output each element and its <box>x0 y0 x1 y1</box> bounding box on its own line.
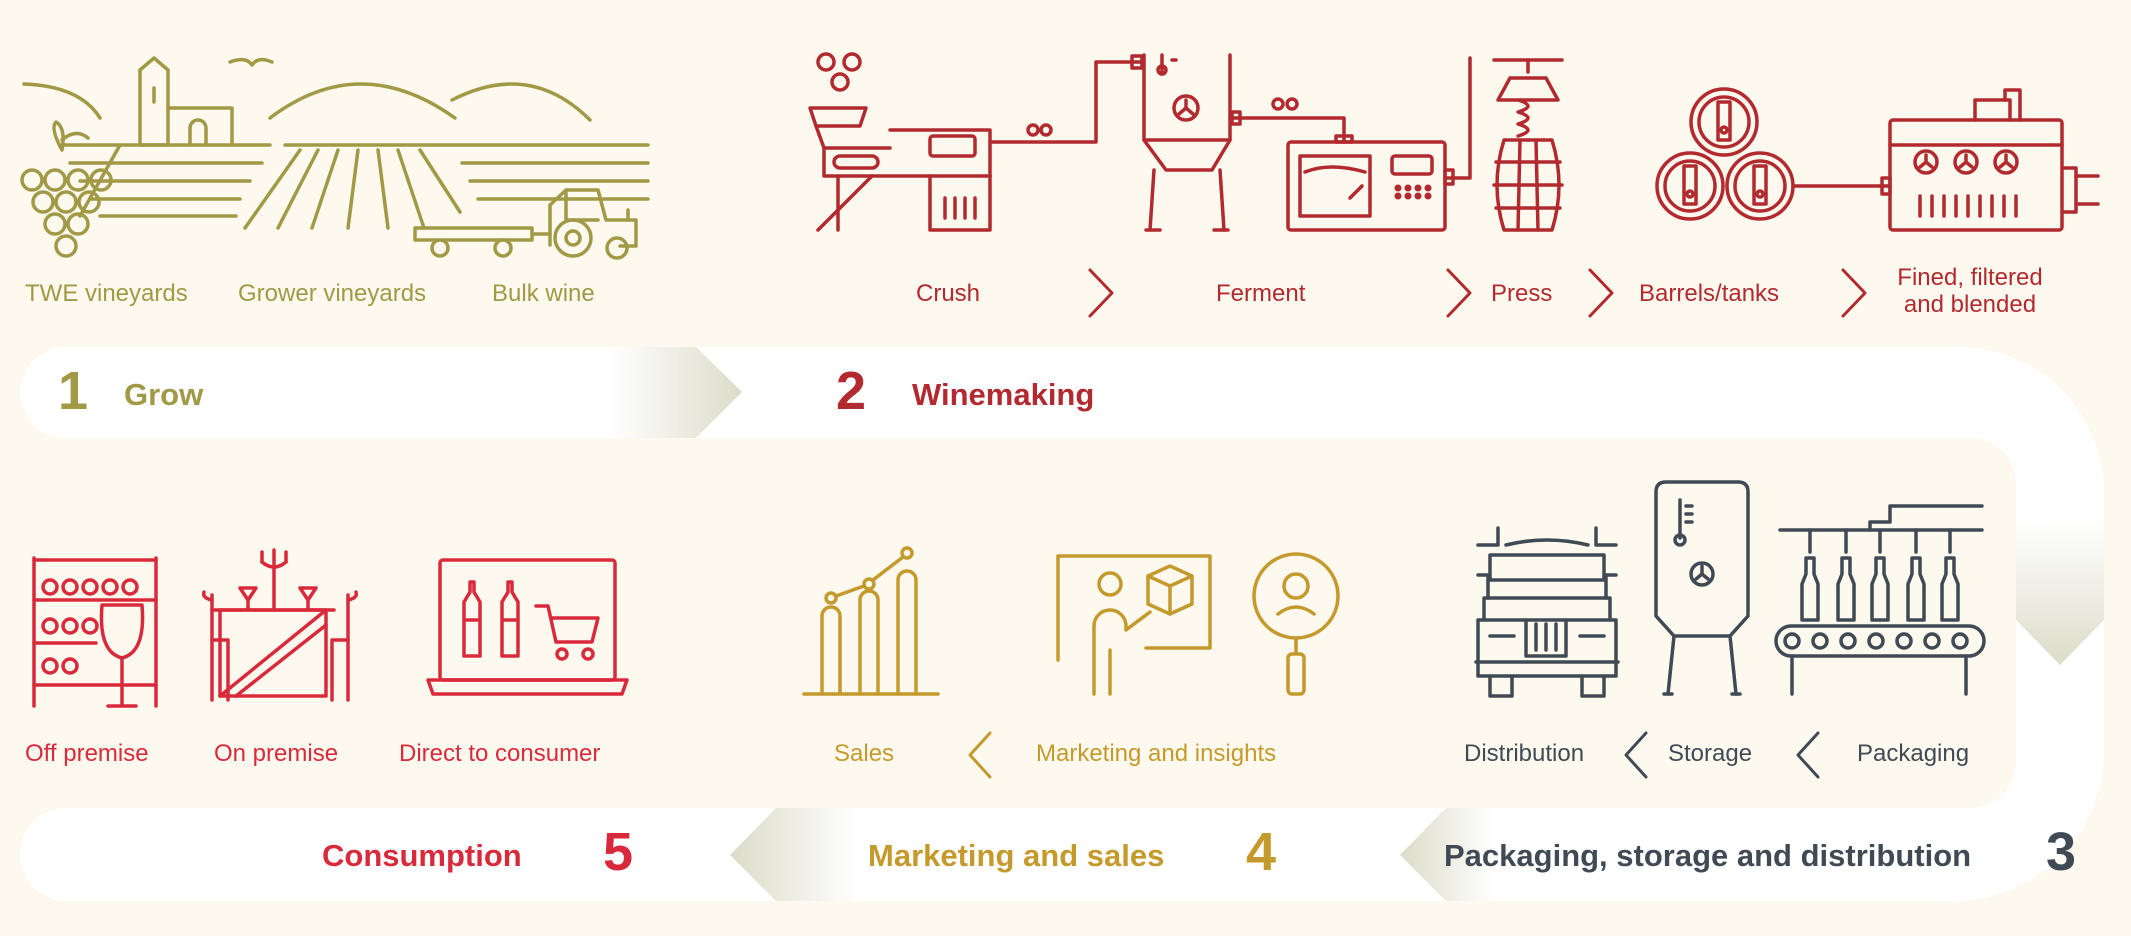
stage-title-packaging: Packaging, storage and distribution <box>1444 838 1972 873</box>
grow-item-twe-vineyards: TWE vineyards <box>25 280 188 307</box>
dining-table-icon <box>201 548 359 702</box>
truck-icon <box>1474 526 1620 698</box>
crusher-icon <box>808 52 1144 232</box>
winemaking-step-crush: Crush <box>916 280 981 307</box>
marketing-step-insights: Marketing and insights <box>1036 740 1277 767</box>
barrels-icon <box>1655 87 1892 221</box>
packaging-step-packaging: Packaging <box>1857 740 1970 767</box>
winemaking-step-barrels-tanks: Barrels/tanks <box>1639 280 1780 307</box>
wine-shelf-icon <box>32 556 158 708</box>
winemaking-step-fined-line2: and blended <box>1903 291 2037 318</box>
chevron-right-icon <box>1588 268 1614 318</box>
stage-number-marketing: 4 <box>1246 822 1277 882</box>
packaging-step-storage: Storage <box>1668 740 1753 767</box>
stage-title-consumption: Consumption <box>322 838 522 873</box>
winemaking-step-press: Press <box>1491 280 1553 307</box>
magnifier-person-icon <box>1252 552 1340 696</box>
bar-chart-icon <box>802 546 940 696</box>
chevron-right-icon <box>1088 268 1114 318</box>
consumption-channel-off-premise: Off premise <box>25 740 149 767</box>
stage-number-grow: 1 <box>58 361 89 421</box>
grow-item-grower-vineyards: Grower vineyards <box>238 280 427 307</box>
tractor-icon <box>413 188 638 260</box>
process-band <box>20 347 2104 901</box>
marketing-step-sales: Sales <box>834 740 895 767</box>
wine-press-icon <box>1492 58 1564 232</box>
wine-press-machine-icon <box>1286 56 1472 232</box>
winemaking-step-fined-line1: Fined, filtered <box>1897 264 2043 291</box>
chevron-right-icon <box>1446 268 1472 318</box>
grow-item-bulk-wine: Bulk wine <box>492 280 595 307</box>
arrow-grow-to-winemaking <box>610 347 742 438</box>
fermenter-icon <box>1142 53 1346 232</box>
arrow-packaging-to-marketing <box>1400 808 1495 901</box>
winemaking-step-ferment: Ferment <box>1216 280 1306 307</box>
chevron-left-icon <box>968 731 992 779</box>
arrow-winemaking-to-packaging <box>2016 520 2104 665</box>
vineyard-landscape-icon <box>22 56 650 230</box>
laptop-cart-icon <box>426 558 629 696</box>
bottling-line-icon <box>1774 504 1986 696</box>
presentation-icon <box>1056 554 1212 696</box>
packaging-step-distribution: Distribution <box>1464 740 1585 767</box>
grapes-icon <box>20 120 113 258</box>
stage-title-marketing: Marketing and sales <box>868 838 1165 873</box>
stage-number-winemaking: 2 <box>836 361 867 421</box>
chevron-left-icon <box>1796 731 1820 779</box>
chevron-right-icon <box>1841 268 1867 318</box>
stage-title-winemaking: Winemaking <box>912 377 1095 412</box>
stage-title-grow: Grow <box>124 377 204 412</box>
stage-number-consumption: 5 <box>603 822 634 882</box>
stage-number-packaging: 3 <box>2046 822 2077 882</box>
consumption-channel-on-premise: On premise <box>214 740 339 767</box>
chevron-left-icon <box>1624 731 1648 779</box>
storage-tank-icon <box>1654 480 1750 696</box>
consumption-channel-direct-to-consumer: Direct to consumer <box>399 740 601 767</box>
arrow-marketing-to-consumption <box>730 808 860 901</box>
filter-machine-icon <box>1888 88 2100 232</box>
